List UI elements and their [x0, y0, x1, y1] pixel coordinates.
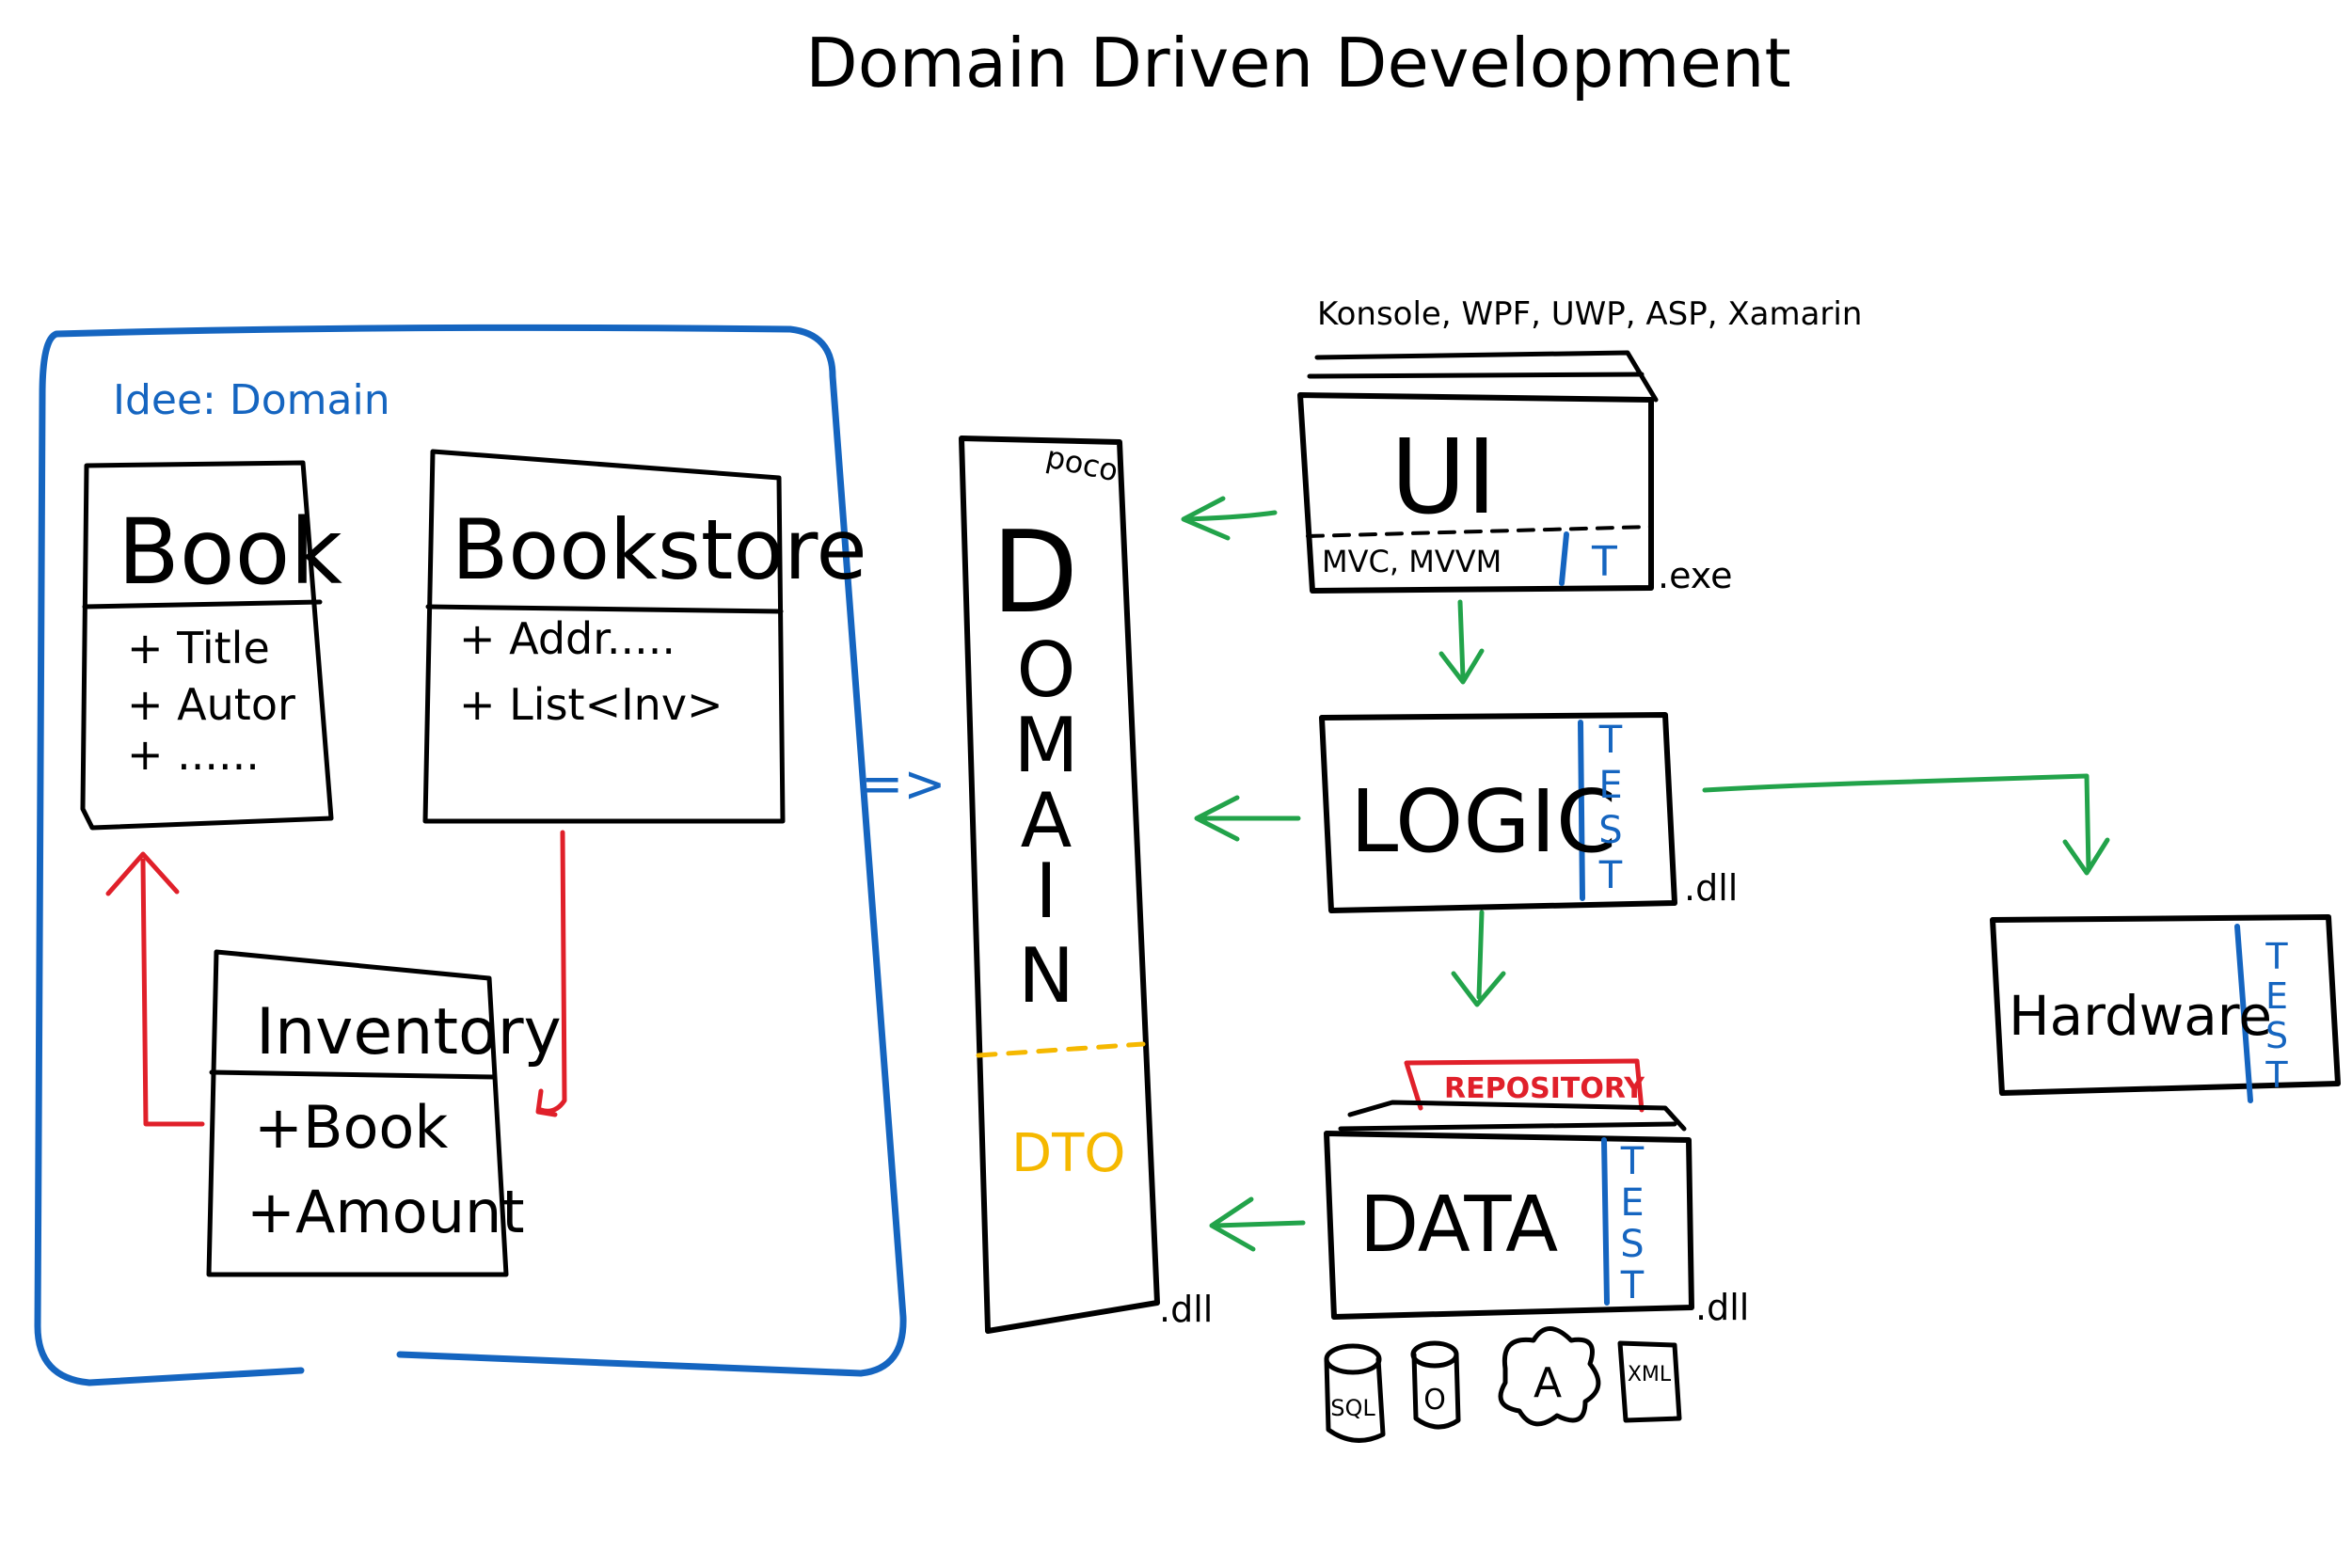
class-bookstore-member: + Addr..... — [459, 613, 675, 664]
domain-poco-tag: poco — [1043, 438, 1121, 488]
ui-layer: Konsole, WPF, UWP, ASP, Xamarin UI MVC, … — [1297, 295, 1862, 596]
data-test-letter: T — [1620, 1140, 1645, 1183]
data-file-ext: .dll — [1695, 1287, 1749, 1328]
class-bookstore: Bookstore + Addr..... + List<Inv> — [422, 449, 867, 824]
domain-layer: poco D O M A I N DTO .dll — [959, 436, 1213, 1334]
data-source-a: A — [1498, 1326, 1601, 1427]
ui-label: UI — [1391, 417, 1497, 537]
implies-arrow: => — [861, 754, 946, 814]
class-bookstore-name: Bookstore — [452, 501, 867, 598]
class-bookstore-member: + List<Inv> — [459, 679, 723, 730]
logic-file-ext: .dll — [1684, 867, 1738, 909]
arrow-data-to-domain — [1209, 1196, 1306, 1252]
hardware-test-letter: E — [2265, 975, 2288, 1017]
class-inventory-member: +Book — [254, 1093, 448, 1162]
hardware-layer: Hardware T E S T — [1990, 914, 2341, 1103]
logic-test-letter: T — [1598, 719, 1623, 762]
data-test-letter: T — [1620, 1264, 1645, 1307]
data-source-a-label: A — [1534, 1359, 1562, 1407]
class-book-member: + Title — [127, 623, 270, 673]
logic-test-letter: T — [1598, 854, 1623, 897]
class-inventory-member: +Amount — [246, 1178, 525, 1246]
class-inventory: Inventory +Book +Amount — [206, 949, 562, 1277]
logic-layer: LOGIC T E S T .dll — [1319, 712, 1738, 913]
logic-test-letter: E — [1598, 764, 1622, 807]
logic-test-letter: S — [1598, 809, 1622, 852]
class-book-member: + ...... — [127, 729, 260, 780]
data-source-o-label: O — [1423, 1384, 1446, 1417]
class-inventory-name: Inventory — [256, 995, 562, 1069]
data-source-xml-label: XML — [1628, 1363, 1672, 1386]
hardware-test-letter: S — [2265, 1015, 2288, 1056]
ui-patterns: MVC, MVVM — [1322, 544, 1502, 579]
data-source-sql-label: SQL — [1330, 1395, 1375, 1421]
domain-dto-divider — [976, 1041, 1146, 1058]
data-source-sql: SQL — [1324, 1343, 1386, 1443]
domain-letter: M — [1013, 702, 1078, 789]
hardware-test-letter: T — [2265, 936, 2288, 977]
arrow-ui-to-domain — [1181, 496, 1278, 541]
domain-letter: D — [992, 508, 1078, 639]
data-test-letter: S — [1620, 1223, 1644, 1266]
domain-dto-label: DTO — [1011, 1123, 1125, 1184]
logic-label: LOGIC — [1350, 771, 1616, 872]
arrow-logic-to-hardware — [1702, 773, 2110, 876]
class-book-name: Book — [118, 499, 342, 605]
ui-test-tag: T — [1591, 538, 1617, 586]
ui-frameworks: Konsole, WPF, UWP, ASP, Xamarin — [1317, 295, 1862, 333]
hardware-test-letter: T — [2265, 1054, 2288, 1096]
data-source-xml: XML — [1617, 1340, 1682, 1423]
domain-file-ext: .dll — [1159, 1289, 1213, 1330]
domain-letter: N — [1018, 932, 1074, 1020]
arrow-logic-to-domain — [1194, 795, 1301, 842]
data-source-o: O — [1410, 1340, 1461, 1430]
data-layer: REPOSITORY DATA T E S T .dll — [1324, 1058, 1749, 1328]
relation-bookstore-to-inventory — [535, 830, 567, 1117]
data-test-letter: E — [1620, 1181, 1644, 1225]
data-repository-label: REPOSITORY — [1444, 1072, 1645, 1105]
domain-letter: I — [1035, 847, 1057, 935]
class-book: Book + Title + Autor + ...... — [80, 460, 342, 831]
diagram-title: Domain Driven Development — [805, 24, 1790, 103]
class-book-member: + Autor — [127, 679, 295, 730]
arrow-ui-to-logic — [1438, 599, 1485, 685]
idea-domain-frame: Idee: Domain — [34, 324, 907, 1386]
data-label: DATA — [1359, 1180, 1558, 1270]
idea-label: Idee: Domain — [113, 376, 390, 424]
domain-letter: A — [1021, 777, 1073, 864]
ui-file-ext: .exe — [1658, 555, 1733, 596]
arrow-logic-to-data — [1451, 910, 1506, 1007]
relation-inventory-to-book — [105, 851, 205, 1127]
domain-letter: O — [1017, 626, 1076, 714]
hardware-label: Hardware — [2009, 984, 2272, 1048]
